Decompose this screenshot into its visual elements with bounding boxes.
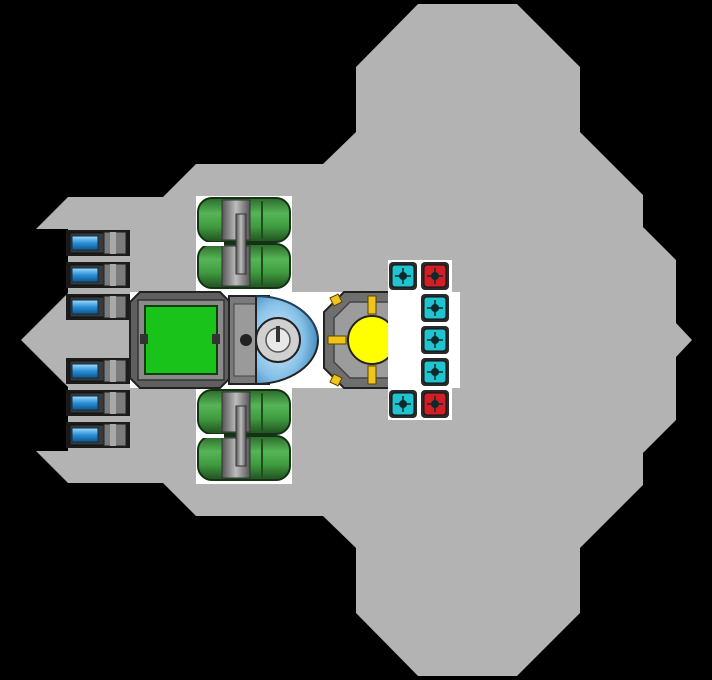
fuel-tank-bank [196, 196, 292, 484]
fuel-tank-pair-1[interactable] [196, 196, 292, 292]
shield-module-red-1-2[interactable] [421, 262, 449, 290]
upper-thruster-1[interactable] [66, 230, 130, 256]
fuel-tank-pair-2[interactable] [196, 388, 292, 484]
upper-thruster-2[interactable] [66, 262, 130, 288]
shield-module-grid [388, 260, 452, 420]
lower-thruster-1[interactable] [66, 358, 130, 384]
engine-dome-module[interactable] [228, 294, 319, 386]
thruster-bank [66, 230, 130, 448]
shield-module-cyan-4-2[interactable] [421, 358, 449, 386]
cargo-module[interactable] [129, 291, 231, 389]
shield-module-cyan-1-1[interactable] [389, 262, 417, 290]
upper-thruster-3[interactable] [66, 294, 130, 320]
shield-module-cyan-2-2[interactable] [421, 294, 449, 322]
shield-module-cyan-5-1[interactable] [389, 390, 417, 418]
shield-module-red-5-2[interactable] [421, 390, 449, 418]
lower-thruster-2[interactable] [66, 390, 130, 416]
cargo-screen [144, 305, 218, 375]
lower-thruster-3[interactable] [66, 422, 130, 448]
shield-module-cyan-3-2[interactable] [421, 326, 449, 354]
